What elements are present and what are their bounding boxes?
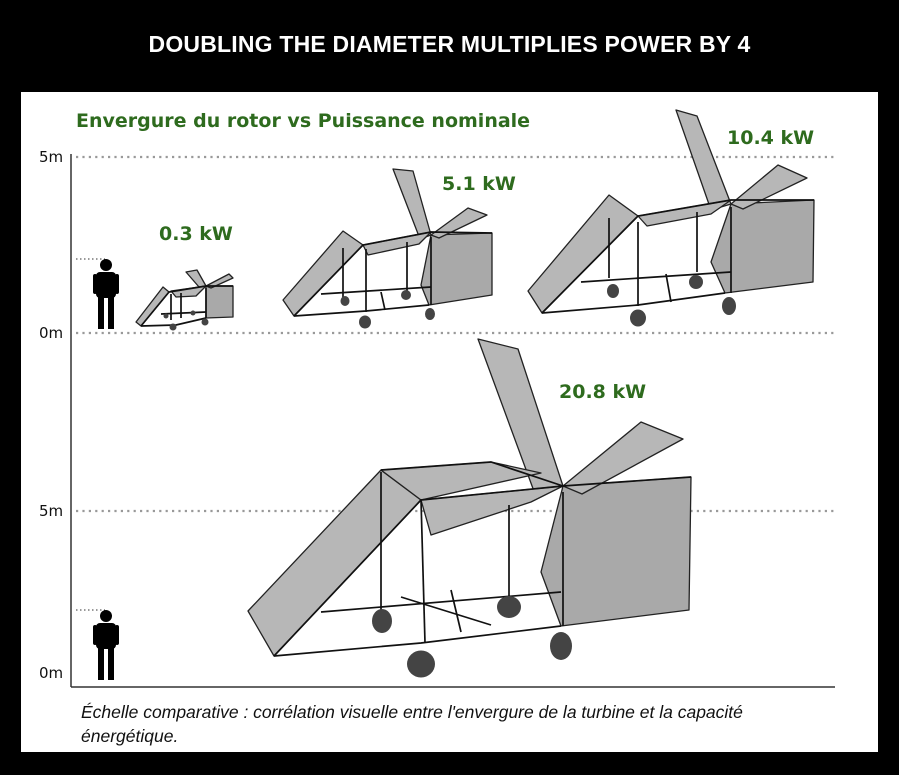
power-label-10-4kw: 10.4 kW [727,127,814,149]
tick-label-bottom-5m: 5m [39,502,63,520]
tick-label-bottom-0m: 0m [39,664,63,682]
tick-label-top-0m: 0m [39,324,63,342]
diagram-panel: Envergure du rotor vs Puissance nominale… [21,92,878,752]
turbine-10-4kw: 10.4 kW [527,109,815,327]
turbine-diagram: Envergure du rotor vs Puissance nominale… [39,109,835,688]
power-label-20-8kw: 20.8 kW [559,381,646,403]
tick-label-top-5m: 5m [39,148,63,166]
diagram-caption: Échelle comparative : corrélation visuel… [81,702,743,746]
diagram-heading: Envergure du rotor vs Puissance nominale [76,110,530,132]
banner-title: DOUBLING THE DIAMETER MULTIPLIES POWER B… [148,30,751,57]
turbine-0-3kw: 0.3 kW [135,223,234,331]
turbine-20-8kw: 20.8 kW [247,338,692,678]
power-label-5-1kw: 5.1 kW [442,173,516,195]
power-label-0-3kw: 0.3 kW [159,223,233,245]
human-scale-figure-bottom [76,609,119,680]
turbine-5-1kw: 5.1 kW [282,168,516,329]
human-scale-figure-top [76,258,119,329]
